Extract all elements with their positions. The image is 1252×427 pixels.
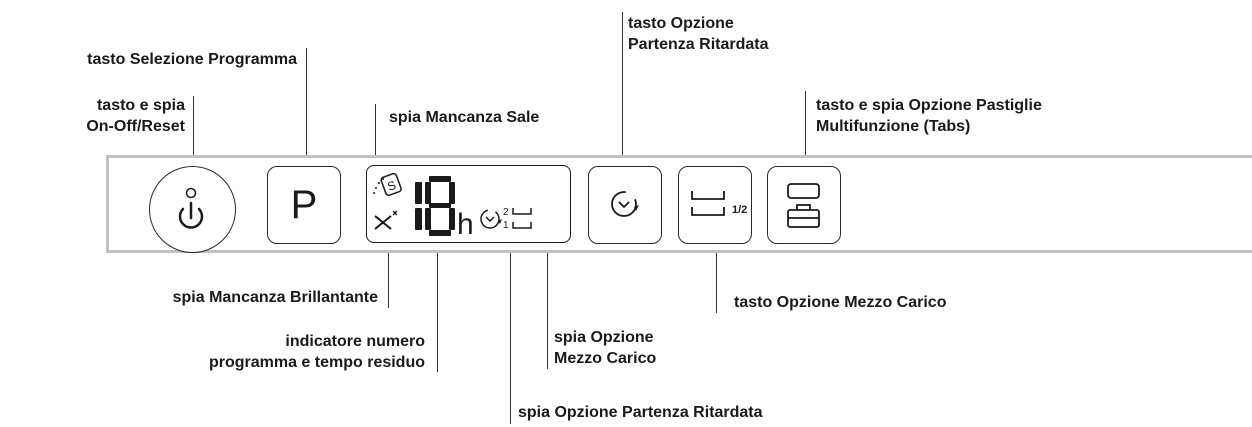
leader-half-load-button [716, 245, 717, 313]
leader-half-load-indicator [547, 244, 548, 369]
label-half-load-indicator: spia Opzione Mezzo Carico [554, 329, 657, 367]
half-load-button[interactable]: 1/2 [678, 166, 752, 244]
half-load-indicator-icon [512, 208, 532, 229]
label-program-select: tasto Selezione Programma [87, 51, 297, 68]
leader-salt [375, 104, 376, 169]
leader-delay-button [622, 12, 623, 166]
leader-rinse-aid [388, 244, 389, 308]
label-rinse-aid: spia Mancanza Brillantante [172, 289, 378, 306]
program-number-digits: h [415, 176, 474, 241]
leader-program-number [437, 244, 438, 372]
rinse-aid-icon [374, 210, 398, 230]
label-tabs: tasto e spia Opzione Pastiglie Multifunz… [816, 97, 1042, 135]
display-unit: h [457, 208, 474, 241]
label-salt: spia Mancanza Sale [389, 109, 540, 126]
label-program-number: indicatore numero programma e tempo resi… [208, 333, 425, 371]
leader-program-select [306, 48, 307, 166]
clock-delay-icon [480, 209, 502, 229]
svg-text:S: S [386, 178, 398, 194]
display-small-2: 2 [503, 207, 509, 218]
label-power: tasto e spia On-Off/Reset [86, 97, 185, 135]
tabs-icon [787, 183, 820, 228]
program-button[interactable]: P [267, 166, 341, 244]
clock-delay-icon [611, 191, 639, 217]
power-button[interactable] [149, 166, 236, 253]
tabs-button[interactable] [767, 166, 841, 244]
power-icon [178, 187, 204, 229]
half-load-icon [691, 191, 725, 216]
display: S h 2 [366, 165, 571, 243]
salt-icon: S [373, 172, 402, 197]
delay-start-button[interactable] [588, 166, 662, 244]
leader-power [193, 96, 194, 166]
label-delay-indicator: spia Opzione Partenza Ritardata [518, 404, 763, 421]
leader-tabs [805, 91, 806, 166]
display-small-1: 1 [503, 220, 509, 231]
program-button-label: P [290, 182, 318, 227]
label-half-load-button: tasto Opzione Mezzo Carico [734, 294, 947, 311]
label-delay-button: tasto Opzione Partenza Ritardata [628, 15, 769, 53]
leader-delay-indicator [510, 244, 511, 424]
half-load-fraction: 1/2 [732, 204, 748, 216]
